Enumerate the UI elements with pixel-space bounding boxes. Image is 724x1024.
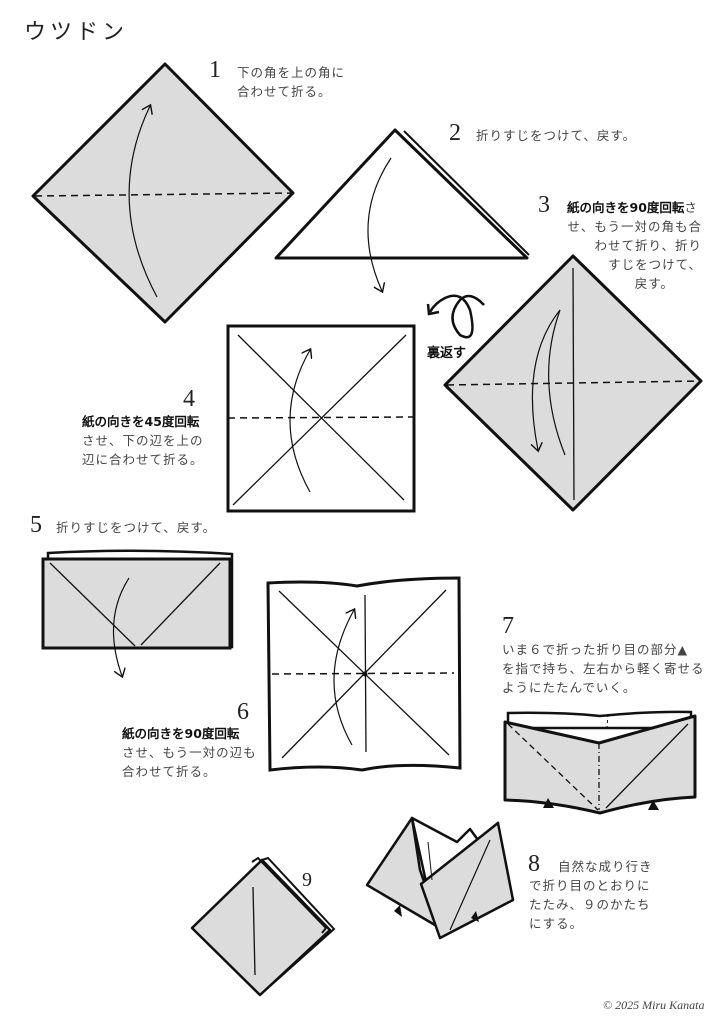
step1-diagram (31, 62, 295, 324)
step9-number: 9 (302, 869, 312, 891)
step4-instructions: 紙の向きを45度回転 させ、下の辺を上の 辺に合わせて折る。 (82, 412, 204, 469)
step6-instructions: 紙の向きを90度回転 させ、もう一対の辺も 合わせて折る。 (122, 724, 257, 781)
step1-instructions: 下の角を上の角に 合わせて折る。 (237, 63, 345, 101)
step6-bold-text: 紙の向きを90度回転 (122, 726, 240, 741)
step7-number: 7 (502, 613, 514, 639)
step6-diagram (266, 576, 462, 772)
step2-diagram (274, 128, 530, 291)
step3-suffix: さ (684, 200, 698, 215)
step3-line3: すじをつけて、 (608, 257, 702, 272)
step5-number: 5 (30, 512, 42, 538)
step7-line2: を指で持ち、左右から軽く寄せる (502, 661, 705, 676)
step3-number: 3 (538, 192, 550, 218)
step9-diagram (190, 856, 336, 997)
step6-line2: 合わせて折る。 (122, 764, 217, 779)
copyright: © 2025 Miru Kanata (603, 998, 705, 1012)
step1-line2: 合わせて折る。 (237, 84, 332, 99)
step4-line1: させ、下の辺を上の (82, 433, 204, 448)
step7-instructions: いま６で折った折り目の部分▲ を指で持ち、左右から軽く寄せる ようにたたんでいく… (502, 640, 705, 697)
step8-line2: で折り目のとおりに (529, 878, 651, 893)
step8-line1: 自然な成り行き (558, 859, 653, 874)
step4-diagram (226, 324, 416, 513)
triangle-marker-right (648, 800, 659, 810)
page-title: ウツドン (24, 20, 129, 45)
step3-heading: 紙の向きを90度回転さ (567, 198, 698, 217)
step3-line2: わせて折り、折り (594, 238, 702, 253)
step4-line2: 辺に合わせて折る。 (82, 452, 204, 467)
step2-instructions: 折りすじをつけて、戻す。 (476, 128, 637, 143)
step4-number: 4 (183, 386, 195, 412)
flip-over-label: 裏返す (427, 346, 467, 361)
step8-line3: たたみ、９のかたち (529, 897, 651, 912)
step7-diagram (503, 710, 697, 815)
step4-bold-text: 紙の向きを45度回転 (82, 414, 200, 429)
step3-line4: 戻す。 (634, 276, 674, 291)
step8-number: 8 (528, 851, 540, 877)
step1-line1: 下の角を上の角に (237, 65, 346, 80)
step1-number: 1 (209, 57, 221, 83)
triangle-marker-left (543, 798, 554, 808)
step3-diagram (443, 254, 703, 512)
step3-bold-text: 紙の向きを90度回転 (567, 200, 685, 215)
step7-line3: ようにたたんでいく。 (502, 680, 637, 695)
step8-diagram (365, 816, 515, 940)
step8-instructions: で折り目のとおりに たたみ、９のかたち にする。 (529, 876, 651, 933)
step8-line4: にする。 (529, 916, 584, 931)
step6-number: 6 (237, 699, 249, 725)
step3-line1: せ、もう一対の角も合 (567, 219, 702, 234)
step6-line1: させ、もう一対の辺も (122, 745, 257, 760)
step5-instructions: 折りすじをつけて、戻す。 (56, 520, 217, 535)
step5-diagram (41, 549, 234, 676)
step2-number: 2 (449, 120, 461, 146)
flip-over-icon (426, 294, 485, 339)
step7-line1: いま６で折った折り目の部分▲ (502, 642, 689, 657)
step3-instructions: せ、もう一対の角も合 わせて折り、折り すじをつけて、 戻す。 (522, 217, 702, 293)
